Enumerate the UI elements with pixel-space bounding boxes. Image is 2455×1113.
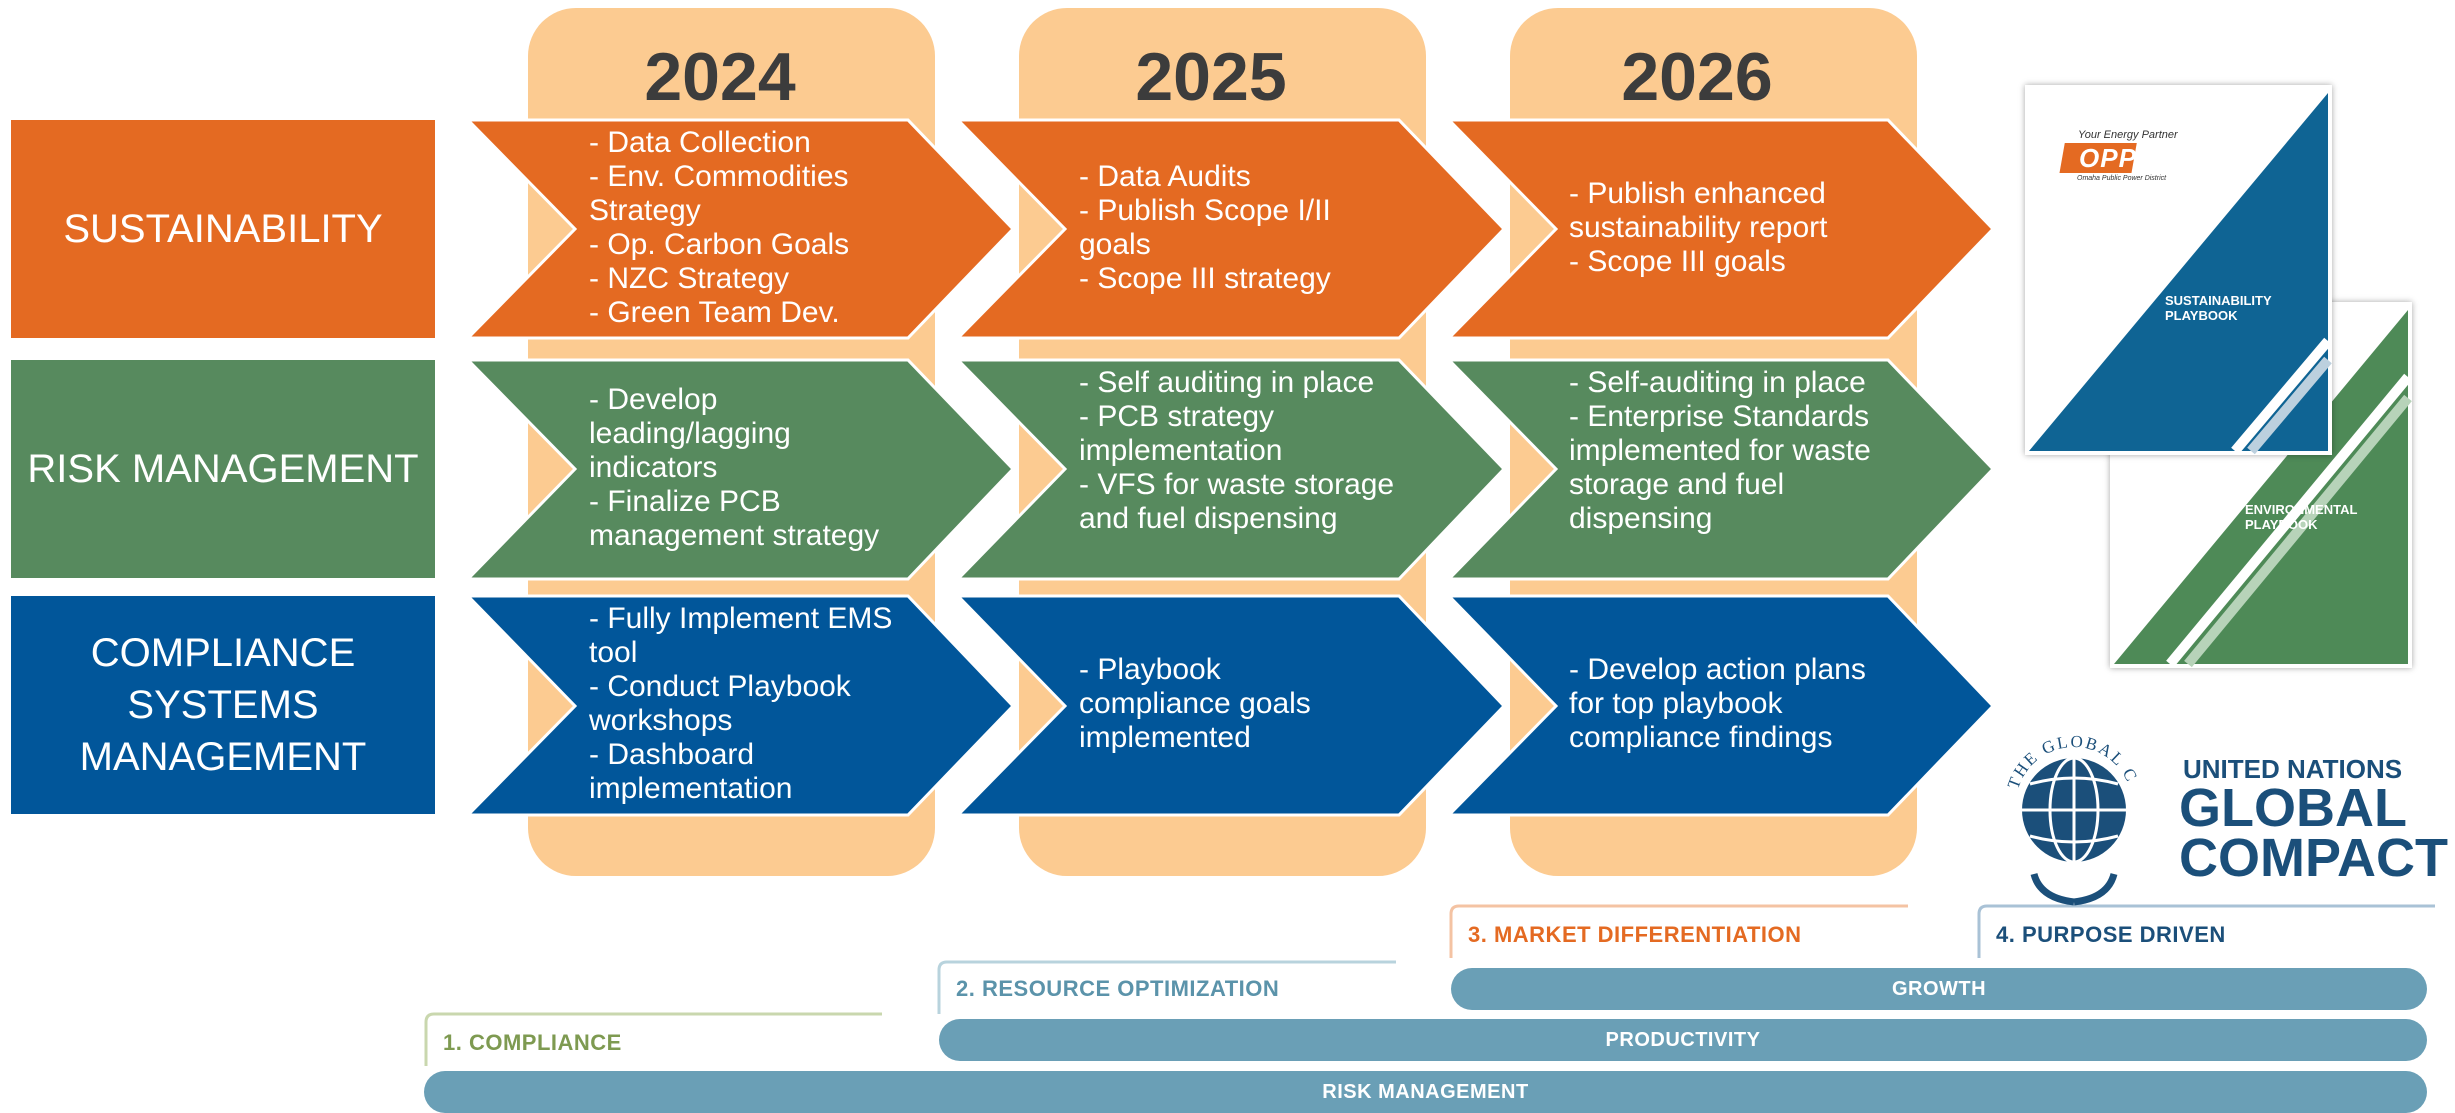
year-label-2025: 2025 — [1135, 39, 1286, 115]
globe-icon — [2022, 756, 2126, 864]
stage-label-market-differentiation: 3. MARKET DIFFERENTIATION — [1468, 922, 1802, 947]
oppd-logo: OPPD — [2079, 143, 2157, 173]
cell-risk-2024: - Develop leading/lagging indicators - F… — [589, 383, 880, 552]
year-label-2024: 2024 — [644, 39, 795, 115]
oppd-subtitle: Omaha Public Power District — [2077, 175, 2167, 182]
arrow-risk-2026 — [1445, 358, 1996, 581]
sustainability-playbook-cover: Your Energy Partner OPPD Omaha Public Po… — [2025, 85, 2332, 455]
cell-compliance-2025: - Playbook compliance goals implemented — [1079, 653, 1311, 754]
cell-risk-2025: - Self auditing in place - PCB strategy … — [1079, 366, 1395, 535]
un-logo-line3: COMPACT — [2179, 828, 2448, 888]
cell-risk-2026: - Self-auditing in place - Enterprise St… — [1569, 366, 1871, 535]
stage-bracket-purpose — [1977, 904, 2435, 958]
row-label-risk-management: RISK MANAGEMENT — [11, 360, 435, 578]
bar-risk-management: RISK MANAGEMENT — [424, 1071, 2427, 1113]
arrow-risk-2024 — [464, 358, 1016, 581]
stage-label-resource-optimization: 2. RESOURCE OPTIMIZATION — [956, 976, 1280, 1001]
un-logo-line2: GLOBAL — [2179, 778, 2407, 838]
arrow-sustainability-2026 — [1445, 118, 1996, 340]
stage-bracket-market — [1449, 904, 1908, 958]
laurel-right-icon — [2073, 872, 2118, 906]
cell-sustainability-2024: - Data Collection - Env. Commodities Str… — [589, 126, 850, 329]
laurel-left-icon — [2030, 872, 2075, 906]
un-logo-line1: UNITED NATIONS — [2183, 754, 2402, 784]
cell-sustainability-2025: - Data Audits - Publish Scope I/II goals… — [1079, 160, 1331, 295]
arrow-compliance-2025 — [954, 594, 1507, 817]
row-label-compliance: COMPLIANCE SYSTEMS MANAGEMENT — [11, 596, 435, 814]
arrow-sustainability-2025 — [954, 118, 1507, 340]
bar-growth: GROWTH — [1451, 968, 2427, 1010]
environmental-playbook-title: ENVIRONMENTAL PLAYBOOK — [2245, 502, 2358, 532]
cell-compliance-2026: - Develop action plans for top playbook … — [1569, 653, 1866, 754]
stage-bracket-resource — [937, 960, 1396, 1014]
sustainability-playbook-title: SUSTAINABILITY PLAYBOOK — [2165, 293, 2272, 323]
arrow-risk-2025 — [954, 358, 1507, 581]
stage-label-compliance: 1. COMPLIANCE — [443, 1030, 622, 1055]
cell-compliance-2024: - Fully Implement EMS tool - Conduct Pla… — [589, 602, 893, 805]
row-label-sustainability: SUSTAINABILITY — [11, 120, 435, 338]
bar-productivity: PRODUCTIVITY — [939, 1019, 2427, 1061]
arrow-compliance-2026 — [1445, 594, 1996, 817]
arrow-sustainability-2024 — [464, 118, 1016, 340]
oppd-tagline: Your Energy Partner — [2078, 129, 2178, 141]
stage-label-purpose-driven: 4. PURPOSE DRIVEN — [1996, 922, 2226, 947]
arrow-compliance-2024 — [464, 594, 1016, 817]
year-label-2026: 2026 — [1621, 39, 1772, 115]
stage-bracket-compliance — [424, 1012, 882, 1066]
cell-sustainability-2026: - Publish enhanced sustainability report… — [1569, 177, 1828, 278]
